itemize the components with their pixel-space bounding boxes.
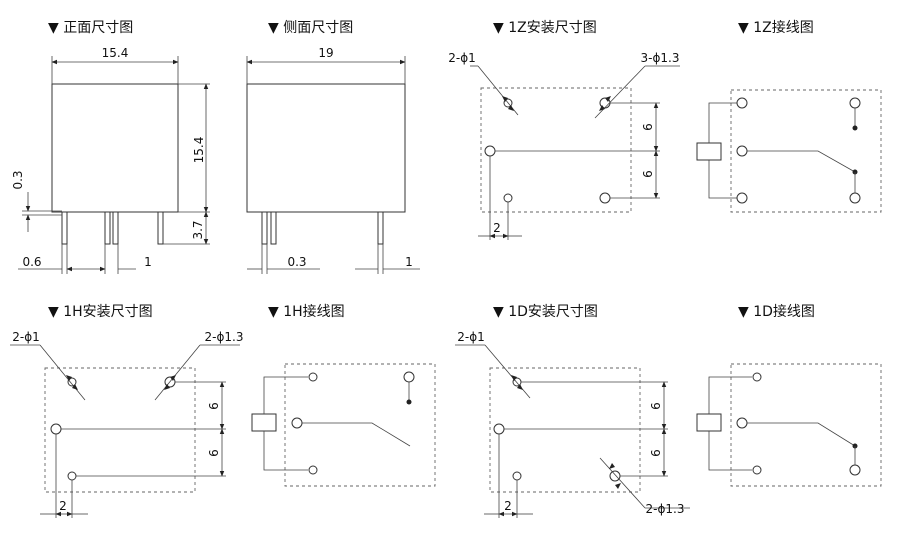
mount-1z-pitch-upper: 6	[641, 123, 655, 131]
wiring-1d-coil-terminal-2	[752, 465, 762, 475]
front-base-gap-label: 0.3	[11, 170, 25, 189]
front-pin-2	[104, 211, 111, 245]
front-pin-1	[61, 211, 68, 245]
wiring-1h-coil-terminal-2	[308, 465, 318, 475]
side-pin-offset-label: 0.3	[287, 255, 306, 269]
wiring-1d-common	[736, 417, 748, 429]
title-1d-mount: ▼ 1D安装尺寸图	[493, 304, 598, 320]
wiring-1z-coil-terminal-1	[736, 97, 748, 109]
mount-1d-hole-small-bottom	[512, 471, 522, 481]
wiring-1d-coil-terminal-1	[752, 372, 762, 382]
title-1d-wiring: ▼ 1D接线图	[738, 303, 815, 320]
mount-1h: 6 6 2-ϕ1 2-ϕ1.3 2	[10, 330, 243, 518]
mount-1d-hole-large-bottom	[609, 470, 621, 482]
title-1h-mount: ▼ 1H安装尺寸图	[48, 304, 153, 320]
mount-1h-pitch-x: 2	[59, 499, 67, 513]
mount-1d-hole-large-mid	[493, 423, 505, 435]
side-view: 19 0.3 1	[246, 46, 420, 274]
mount-1z-hole-large-bottom	[599, 192, 611, 204]
mount-1z-hole-large-label: 3-ϕ1.3	[641, 51, 680, 65]
title-1h-wiring: ▼ 1H接线图	[268, 303, 345, 320]
front-height-label: 15.4	[192, 137, 206, 164]
wiring-1z-no-terminal	[849, 192, 861, 204]
mount-1z-pitch-x: 2	[493, 221, 501, 235]
side-pin-1	[261, 211, 268, 245]
front-relay-body	[51, 83, 179, 213]
mount-1h-pitch-upper: 6	[207, 402, 221, 410]
mount-1h-hole-small-bottom	[67, 471, 77, 481]
front-pin-3	[112, 211, 119, 245]
wiring-1z	[696, 89, 882, 213]
title-1z-mount: ▼ 1Z安装尺寸图	[493, 20, 597, 36]
mount-1h-pitch-lower: 6	[207, 449, 221, 457]
title-side-view: ▼ 侧面尺寸图	[268, 20, 353, 36]
wiring-1h	[251, 363, 436, 487]
wiring-1z-nc-terminal	[849, 97, 861, 109]
mount-1z-outline	[480, 87, 632, 213]
mount-1d-pitch-lower: 6	[649, 449, 663, 457]
side-pin-2	[270, 211, 277, 245]
wiring-1d-outline	[730, 363, 882, 487]
mount-1z-hole-small-label: 2-ϕ1	[448, 51, 476, 65]
mount-1d-hole-large-label: 2-ϕ1.3	[646, 502, 685, 516]
wiring-1h-outline	[284, 363, 436, 487]
mount-1z-pitch-lower: 6	[641, 170, 655, 178]
front-pin-width-label: 1	[144, 255, 152, 269]
mount-1h-hole-small-top	[67, 377, 77, 387]
wiring-1h-coil-terminal-1	[308, 372, 318, 382]
mount-1d-pitch-upper: 6	[649, 402, 663, 410]
wiring-1d	[696, 363, 882, 487]
wiring-1z-coil-terminal-2	[736, 192, 748, 204]
mount-1d-hole-small-label: 2-ϕ1	[457, 330, 485, 344]
wiring-1z-common	[736, 145, 748, 157]
mount-1z-hole-small-bottom	[503, 193, 513, 203]
title-front-view: ▼ 正面尺寸图	[48, 20, 133, 36]
mount-1z-hole-large-mid	[484, 145, 496, 157]
front-width-label: 15.4	[102, 46, 129, 60]
front-pin-offset-label: 0.6	[22, 255, 41, 269]
wiring-1z-outline	[730, 89, 882, 213]
side-pin-3	[377, 211, 384, 245]
wiring-1d-no-terminal	[849, 464, 861, 476]
side-width-label: 19	[318, 46, 333, 60]
mount-1d-pitch-x: 2	[504, 499, 512, 513]
front-pin-length-label: 3.7	[191, 220, 205, 239]
wiring-1d-coil	[696, 413, 722, 432]
front-pin-4	[157, 211, 164, 245]
wiring-1h-no-terminal	[403, 371, 415, 383]
title-1z-wiring: ▼ 1Z接线图	[738, 19, 814, 36]
mount-1h-hole-large-label: 2-ϕ1.3	[205, 330, 244, 344]
wiring-1h-common	[291, 417, 303, 429]
mount-1z: 6 6 2-ϕ1 3-ϕ1.3 2	[448, 51, 680, 240]
mount-1d: 6 6 2-ϕ1 2-ϕ1.3 2	[455, 330, 690, 518]
front-view: 15.4 15.4 3.7 0.3 0.6 1	[11, 46, 210, 274]
mount-1h-outline	[44, 367, 196, 493]
side-relay-body	[246, 83, 406, 213]
wiring-1z-coil	[696, 142, 722, 161]
wiring-1h-coil	[251, 413, 277, 432]
mount-1d-outline	[489, 367, 641, 493]
side-pin-width-label: 1	[405, 255, 413, 269]
mount-1h-hole-small-label: 2-ϕ1	[12, 330, 40, 344]
mount-1h-hole-large-mid	[50, 423, 62, 435]
